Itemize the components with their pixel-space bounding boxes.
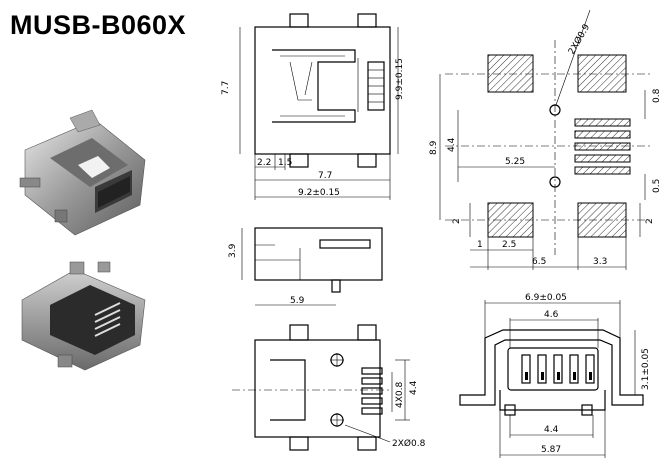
dim-front-top: 6.9±0.05 bbox=[525, 293, 567, 303]
dim-top-right-height: 9.9±0.15 bbox=[395, 58, 405, 100]
dim-top-d3: 7.7 bbox=[318, 171, 332, 181]
dim-pad-left-height: 2 bbox=[452, 218, 462, 224]
front-view: 6.9±0.05 4.6 3.1±0.05 4.4 5.87 bbox=[459, 293, 651, 458]
dim-pad-pitch: 0.8 bbox=[652, 88, 662, 103]
dim-pad-bottom: 0.5 bbox=[652, 179, 662, 193]
dim-top-d2: 1.5 bbox=[278, 158, 292, 168]
top-view: 7.7 9.9±0.15 2.2 1.5 7.7 9.2±0.15 bbox=[221, 13, 405, 200]
part-number-title: MUSB-B060X bbox=[10, 10, 187, 40]
dim-front-height: 3.1±0.05 bbox=[641, 348, 651, 390]
dim-pad-b1: 1 bbox=[477, 240, 483, 250]
dim-top-height: 7.7 bbox=[221, 81, 231, 95]
bottom-view: 2XØ0.8 4X0.8 4.4 bbox=[232, 324, 426, 451]
dim-side-width: 5.9 bbox=[290, 296, 305, 306]
dim-pad-x: 5.25 bbox=[505, 157, 525, 167]
dim-bottom-height: 4.4 bbox=[409, 380, 419, 395]
dim-bottom-pitch: 4X0.8 bbox=[395, 382, 405, 408]
dim-front-b1: 4.4 bbox=[544, 425, 559, 435]
dim-pad-right-width: 3.3 bbox=[593, 257, 607, 267]
dim-top-width: 9.2±0.15 bbox=[298, 188, 340, 198]
connector-photo-top bbox=[19, 109, 146, 236]
dim-pad-hole: 2XØ0.9 bbox=[566, 22, 592, 57]
dim-side-height: 3.9 bbox=[228, 243, 238, 258]
connector-photo-bottom bbox=[21, 261, 146, 371]
dim-bottom-hole: 2XØ0.8 bbox=[392, 438, 426, 449]
dim-pad-right-height: 2 bbox=[645, 218, 655, 224]
dim-pad-total-height: 8.9 bbox=[429, 140, 439, 155]
dim-pad-b2: 2.5 bbox=[502, 240, 516, 250]
dim-front-b2: 5.87 bbox=[541, 445, 561, 455]
side-view: 3.9 5.9 bbox=[228, 227, 383, 306]
dim-top-d1: 2.2 bbox=[257, 158, 271, 168]
dim-pad-inner-height: 4.4 bbox=[447, 137, 457, 152]
dim-front-inner: 4.6 bbox=[544, 310, 559, 320]
dim-pad-width: 6.5 bbox=[532, 257, 546, 267]
pad-layout: 2XØ0.9 8.9 4.4 0.8 5.25 0.5 2 2 1 2.5 6.… bbox=[429, 9, 662, 270]
